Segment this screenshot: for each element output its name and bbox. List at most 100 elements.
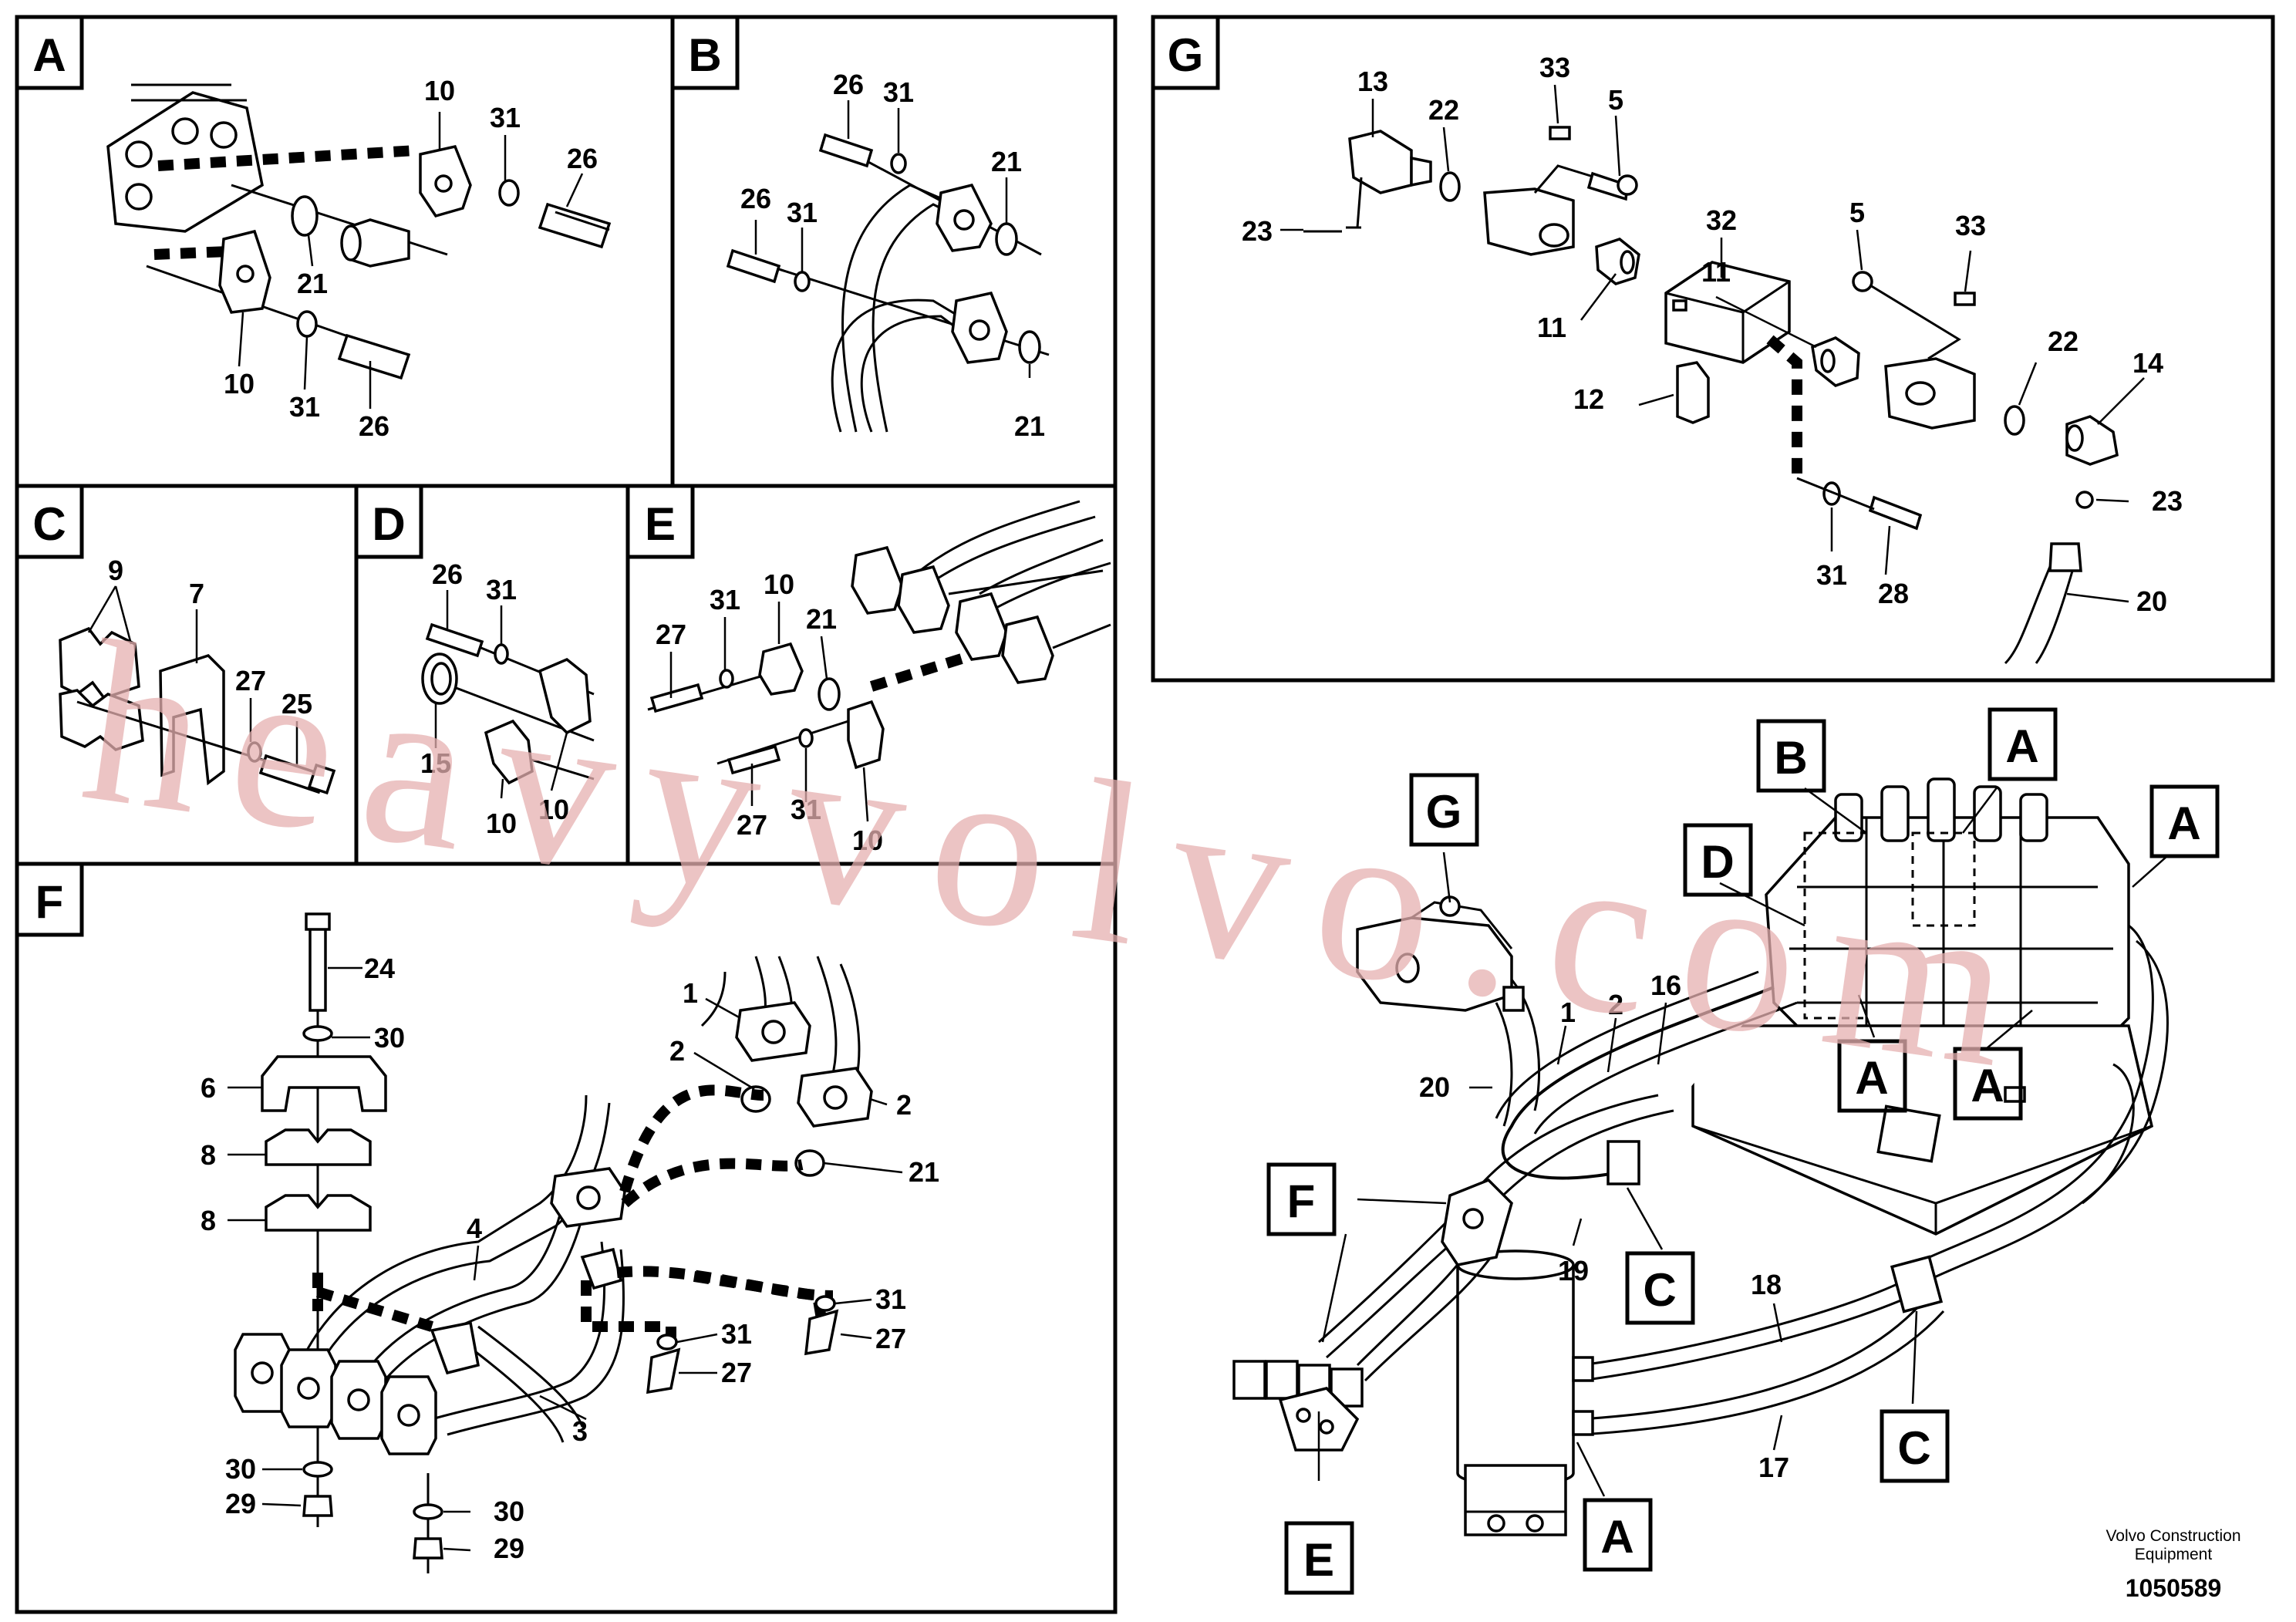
overview-callout-e bbox=[1284, 1521, 1354, 1595]
panel-a-num-4: 21 bbox=[297, 268, 328, 299]
overview-callout-d-text: D bbox=[1701, 836, 1734, 888]
panel-a-num-2: 31 bbox=[490, 102, 521, 133]
panel-a-callouts: 10 31 26 21 10 31 26 bbox=[224, 75, 598, 442]
panel-b-num-1: 26 bbox=[833, 69, 864, 100]
panel-c-num-2: 7 bbox=[189, 578, 204, 609]
panel-b-drawing bbox=[726, 133, 1050, 433]
panel-label-f: F bbox=[15, 862, 84, 937]
overview-callout-a4 bbox=[1953, 1047, 2023, 1121]
panel-f-num-5: 8 bbox=[201, 1205, 216, 1236]
panel-a-num-7: 26 bbox=[359, 410, 389, 442]
panel-a-num-6: 31 bbox=[289, 391, 320, 423]
panel-a-num-3: 26 bbox=[567, 143, 598, 174]
panel-f-num-10: 4 bbox=[467, 1212, 482, 1244]
panel-frames bbox=[15, 15, 2275, 1614]
panel-label-d: D bbox=[354, 484, 423, 559]
overview-callout-a2 bbox=[2149, 784, 2220, 858]
overview-callout-c1-text: C bbox=[1643, 1264, 1676, 1316]
panel-c-drawing bbox=[59, 626, 336, 795]
panel-f-num-13: 27 bbox=[875, 1323, 906, 1354]
panel-f-num-14: 31 bbox=[721, 1318, 752, 1350]
panel-g-num-16: 31 bbox=[1816, 559, 1847, 591]
panel-e-drawing bbox=[647, 500, 1111, 775]
panel-c-callouts: 9 7 27 25 bbox=[87, 555, 312, 767]
panel-g-num-10: 5 bbox=[1849, 197, 1865, 228]
panel-f-num-12: 31 bbox=[875, 1283, 906, 1315]
overview-callout-c2-text: C bbox=[1897, 1422, 1930, 1474]
panel-label-f-text: F bbox=[35, 876, 64, 928]
overview-callout-c1 bbox=[1625, 1251, 1695, 1325]
footer: Volvo Construction Equipment 1050589 bbox=[2106, 1527, 2240, 1602]
overview-callout-a3 bbox=[1837, 1039, 1907, 1113]
overview-num-7: 17 bbox=[1758, 1452, 1789, 1483]
overview-callouts: G B A D A A A F C C E A bbox=[1266, 707, 2220, 1595]
panel-e-num-7: 10 bbox=[852, 824, 883, 856]
panel-d-num-1: 26 bbox=[432, 558, 463, 590]
panel-b-num-3: 21 bbox=[991, 146, 1022, 177]
panel-a-num-1: 10 bbox=[424, 75, 455, 106]
panel-g-num-15: 20 bbox=[2136, 585, 2167, 617]
panel-c-num-3: 27 bbox=[235, 665, 266, 696]
panel-f-num-4: 8 bbox=[201, 1139, 216, 1171]
overview-callout-a1-text: A bbox=[2005, 720, 2038, 772]
panel-f-num-16: 30 bbox=[225, 1453, 256, 1485]
panel-g-num-14: 23 bbox=[2152, 485, 2183, 517]
panel-label-b-text: B bbox=[688, 29, 721, 81]
panel-g-num-8: 11 bbox=[1701, 256, 1731, 288]
overview-num-4: 20 bbox=[1419, 1071, 1450, 1103]
panel-g-num-11: 33 bbox=[1955, 210, 1986, 241]
panel-g-num-6: 32 bbox=[1706, 204, 1737, 236]
panel-b-num-2: 31 bbox=[883, 76, 914, 108]
overview-numbers: 1 2 16 20 19 18 17 bbox=[1419, 969, 1789, 1483]
overview-num-5: 19 bbox=[1558, 1255, 1589, 1286]
panel-g-num-12: 22 bbox=[2048, 325, 2079, 357]
panel-label-g: G bbox=[1151, 15, 1220, 90]
overview-callout-a4-text: A bbox=[1971, 1060, 2004, 1111]
overview-callout-g bbox=[1409, 773, 1479, 847]
panel-d-num-3: 15 bbox=[420, 747, 451, 779]
panel-b-num-6: 21 bbox=[1014, 410, 1045, 442]
overview-callout-d bbox=[1683, 823, 1753, 897]
panel-f-num-1: 24 bbox=[364, 953, 395, 984]
panel-g-num-2: 22 bbox=[1428, 94, 1459, 126]
panel-f-num-9: 21 bbox=[909, 1156, 939, 1188]
panel-g-callouts: 13 22 33 5 23 32 11 11 12 5 33 22 14 23 … bbox=[1242, 52, 2183, 617]
panel-a-drawing bbox=[106, 83, 612, 380]
panel-e-num-5: 27 bbox=[737, 809, 767, 841]
overview-callout-c2 bbox=[1880, 1409, 1950, 1483]
overview-num-2: 2 bbox=[1608, 989, 1623, 1020]
panel-d-num-4: 10 bbox=[486, 808, 517, 839]
panel-f-frame bbox=[15, 862, 1118, 1614]
panel-f-num-6: 1 bbox=[683, 977, 698, 1009]
company-name-line1: Volvo Construction bbox=[2106, 1527, 2240, 1545]
panel-e-callouts: 27 31 10 21 27 31 10 bbox=[656, 568, 883, 856]
overview-callout-g-text: G bbox=[1426, 786, 1462, 838]
panel-e-num-6: 31 bbox=[791, 794, 821, 825]
panel-g-num-4: 5 bbox=[1608, 84, 1623, 116]
panel-g-num-5: 23 bbox=[1242, 215, 1273, 247]
overview-callout-f bbox=[1266, 1162, 1337, 1236]
overview-assembly bbox=[1232, 777, 2169, 1536]
panel-g-num-13: 14 bbox=[2132, 347, 2163, 379]
company-name-line2: Equipment bbox=[2135, 1546, 2213, 1563]
overview-callout-a2-text: A bbox=[2167, 798, 2200, 849]
panel-b-num-5: 31 bbox=[787, 197, 818, 228]
panel-f-drawing bbox=[234, 912, 873, 1573]
panel-a-num-5: 10 bbox=[224, 368, 255, 400]
panel-e-num-1: 27 bbox=[656, 619, 686, 650]
panel-label-c: C bbox=[15, 484, 84, 559]
panel-c-num-1: 9 bbox=[108, 555, 123, 586]
panel-f-num-2: 30 bbox=[374, 1022, 405, 1054]
overview-callout-e-text: E bbox=[1303, 1534, 1334, 1586]
panel-d-num-2: 31 bbox=[486, 574, 517, 605]
panel-b-callouts: 26 31 21 26 31 21 bbox=[740, 69, 1045, 442]
overview-callout-a5-text: A bbox=[1600, 1511, 1633, 1563]
panel-e-num-3: 10 bbox=[764, 568, 794, 600]
overview-callout-a1 bbox=[1988, 707, 2058, 781]
watermark: heavyvolvo.com bbox=[70, 592, 2055, 1120]
panel-g-drawing bbox=[1303, 126, 2119, 665]
panel-g-num-7: 11 bbox=[1537, 312, 1566, 343]
overview-callout-b bbox=[1756, 719, 1826, 793]
panel-label-g-text: G bbox=[1168, 29, 1204, 81]
